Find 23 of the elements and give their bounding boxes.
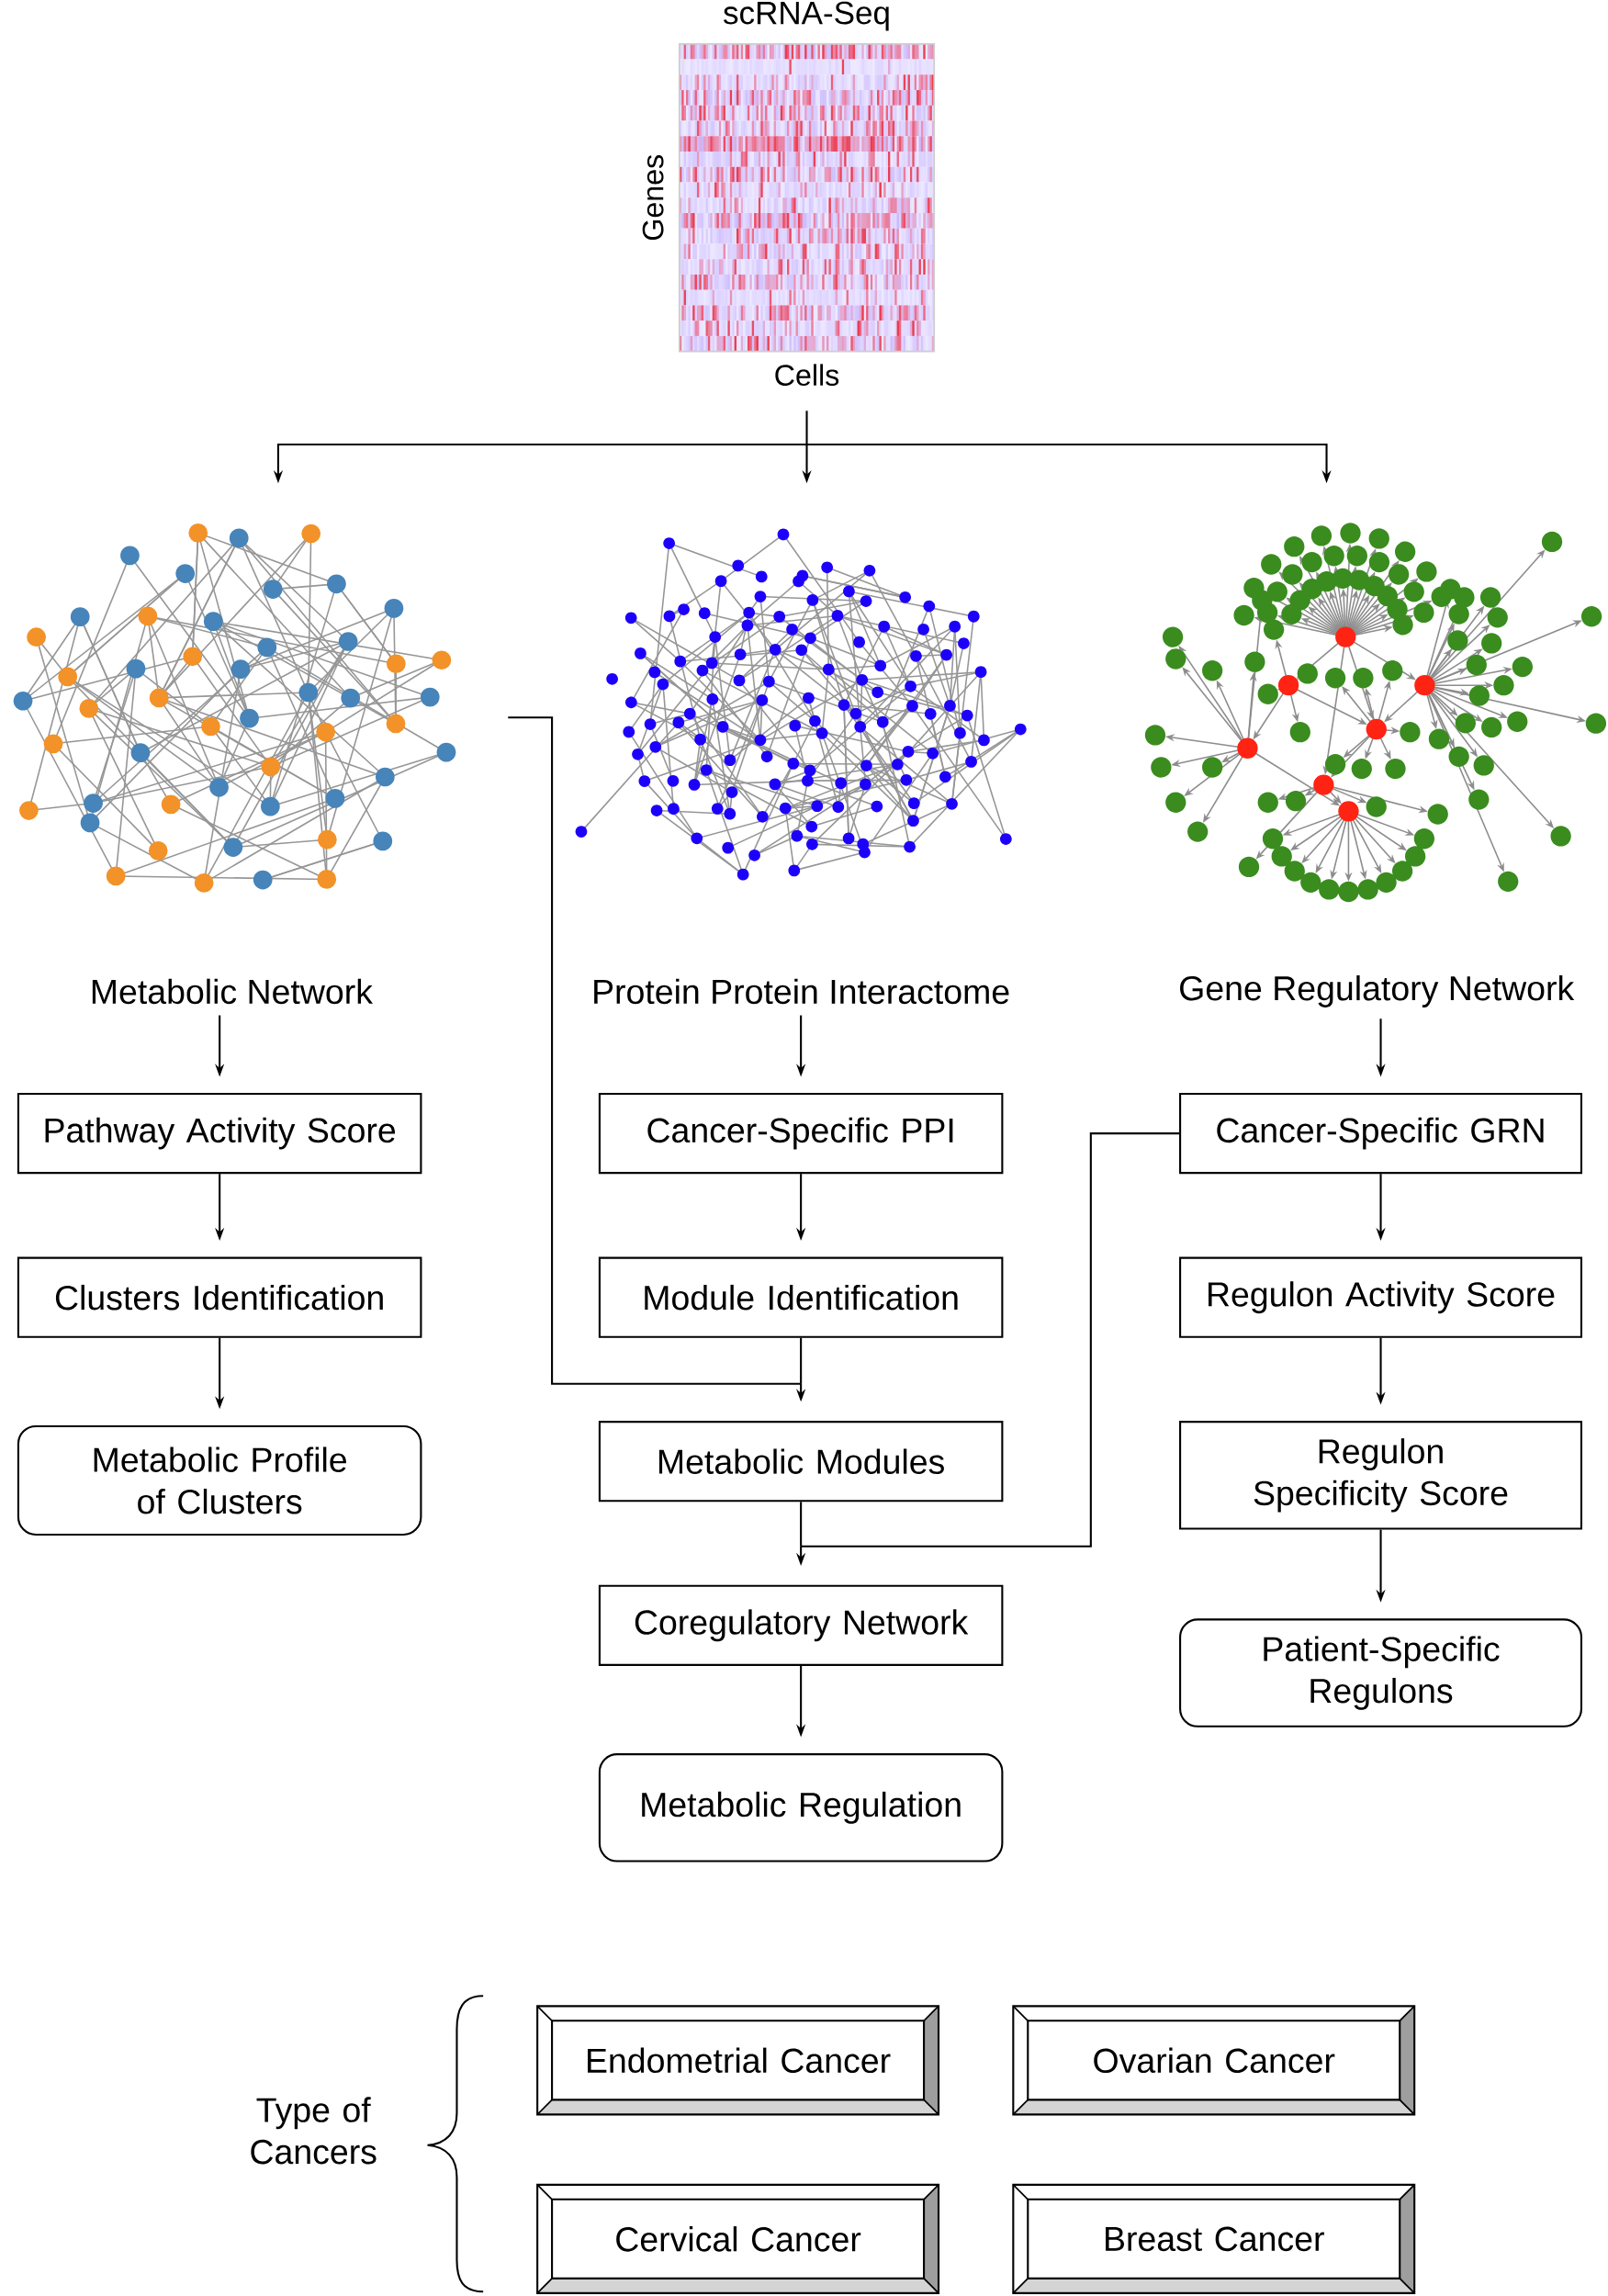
rounded-box: Patient-Specific Regulons bbox=[1179, 1618, 1583, 1728]
rounded-box: Metabolic Regulation bbox=[599, 1753, 1004, 1863]
bevel-box: Ovarian Cancer bbox=[1012, 2005, 1416, 2116]
bevel-box: Endometrial Cancer bbox=[536, 2005, 940, 2116]
heading: scRNA-Seq bbox=[724, 1, 889, 31]
rounded-box: Metabolic Profile of Clusters bbox=[17, 1424, 422, 1536]
process-box: Clusters Identification bbox=[17, 1256, 422, 1338]
process-box: Cancer-Specific GRN bbox=[1179, 1093, 1583, 1175]
process-box: Regulon Specificity Score bbox=[1179, 1421, 1583, 1530]
process-box: Cancer-Specific PPI bbox=[599, 1093, 1004, 1175]
axis-label: Genes bbox=[642, 154, 664, 241]
network-label: Metabolic Network bbox=[93, 978, 374, 1005]
process-box: Metabolic Modules bbox=[599, 1421, 1004, 1503]
network-label: Gene Regulatory Network bbox=[1180, 974, 1575, 1007]
bevel-box: Cervical Cancer bbox=[536, 2183, 940, 2294]
bevel-box: Breast Cancer bbox=[1012, 2183, 1416, 2294]
group-label: Type of Cancers bbox=[251, 2097, 377, 2165]
process-box: Coregulatory Network bbox=[599, 1584, 1004, 1666]
axis-label: Cells bbox=[775, 364, 839, 386]
process-box: Pathway Activity Score bbox=[17, 1093, 422, 1175]
network-label: Protein Protein Interactome bbox=[594, 978, 1009, 1005]
process-box: Module Identification bbox=[599, 1256, 1004, 1338]
process-box: Regulon Activity Score bbox=[1179, 1256, 1583, 1338]
